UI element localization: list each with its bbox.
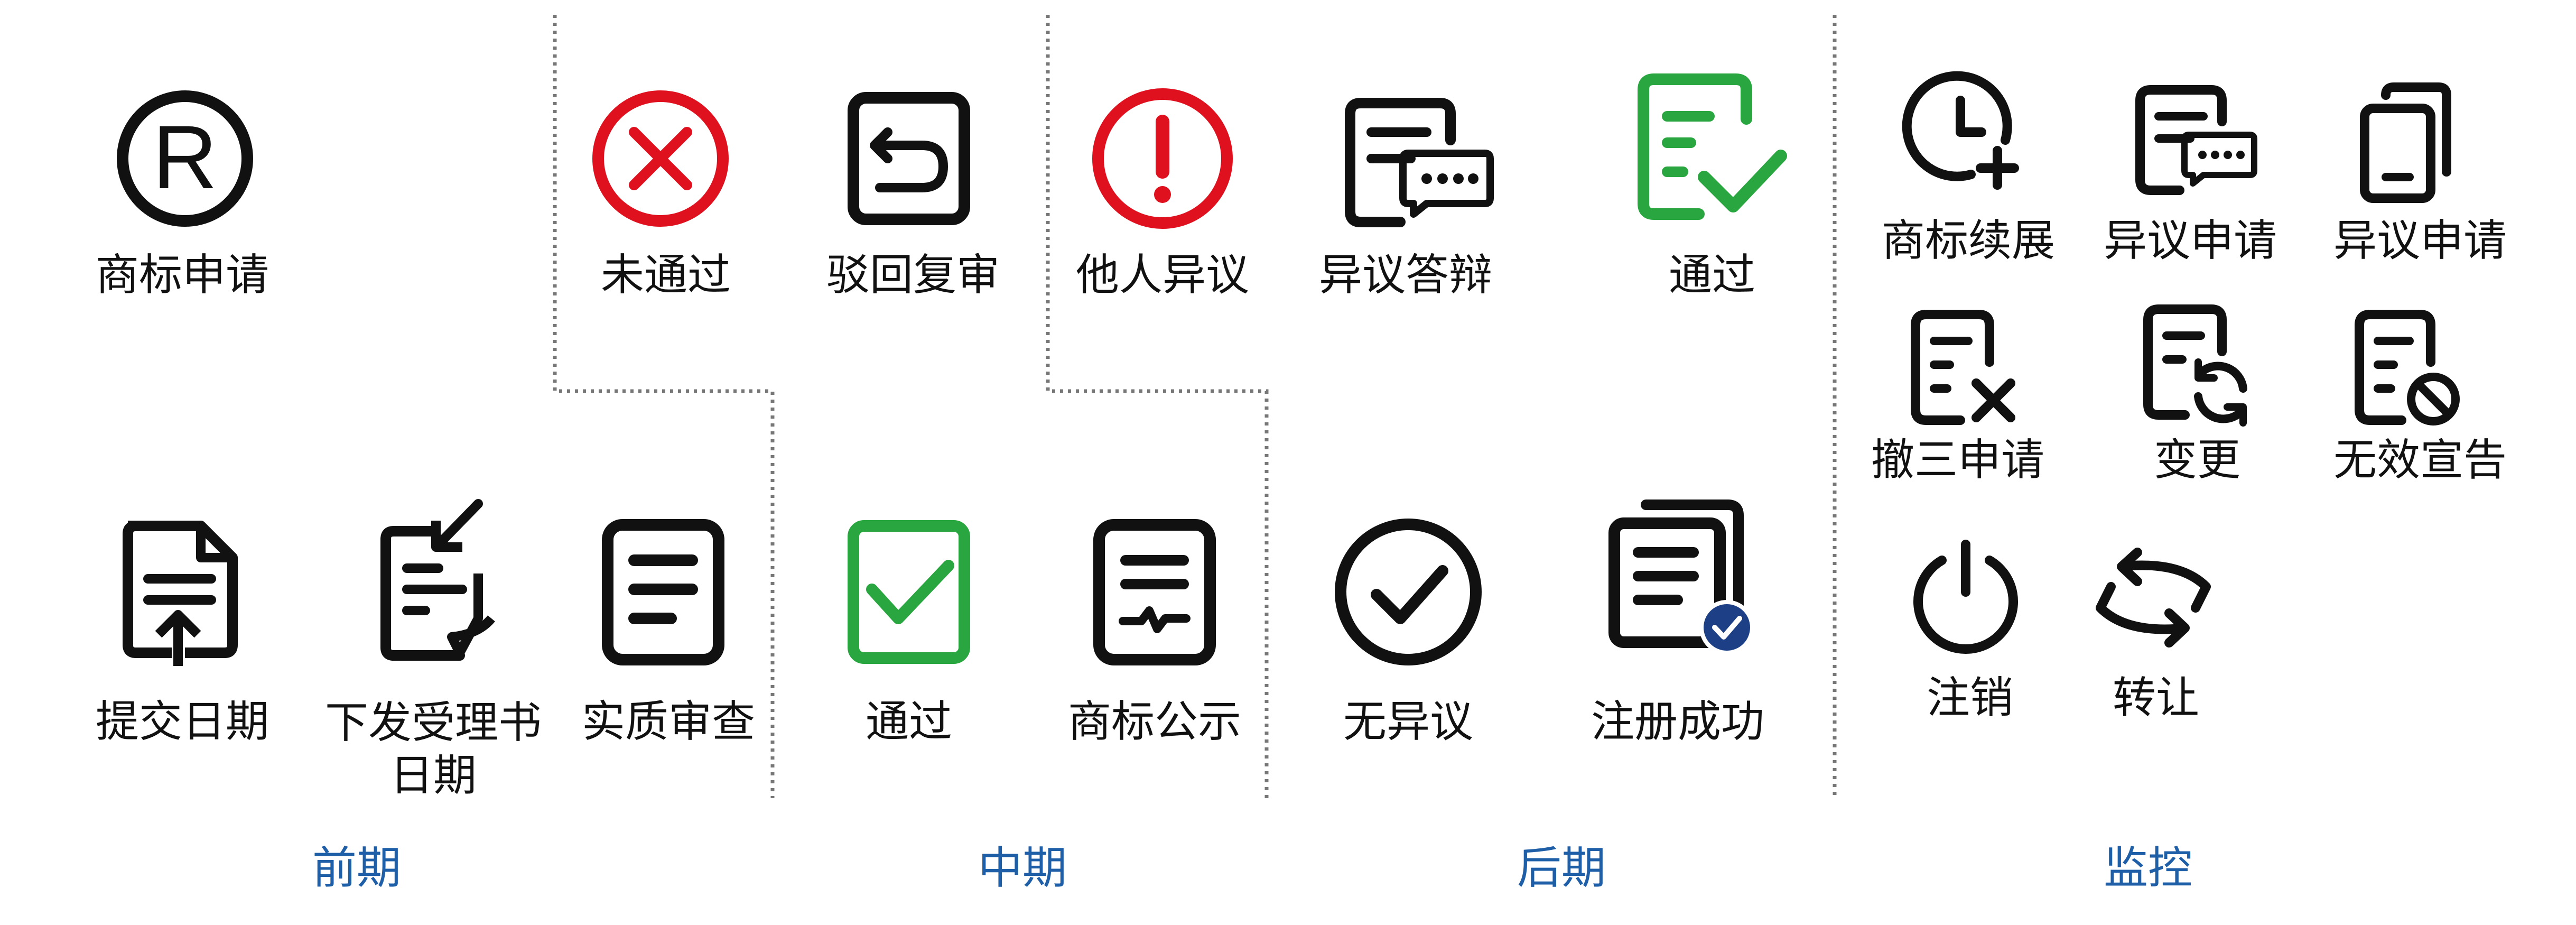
document-lines-icon [602,519,724,665]
document-ban-icon [2355,310,2460,426]
label-opposition-app-1: 异议申请 [2103,216,2277,266]
label-cancel-3yr: 撤三申请 [1871,435,2045,485]
document-cross-icon [1911,310,2015,425]
label-substantive-review: 实质审查 [581,697,756,747]
check-box-icon [848,520,970,664]
phase-early: 前期 [312,842,402,894]
exclamation-circle-icon [1092,88,1233,229]
transfer-arrows-icon [2096,548,2211,648]
check-circle-icon [1335,519,1482,665]
close-circle-icon [592,90,729,227]
label-registered: 注册成功 [1591,697,1765,747]
document-chat-icon-small [2135,85,2257,195]
label-deregister: 注销 [1926,673,2014,723]
label-renewal: 商标续展 [1881,216,2056,266]
registered-trademark-icon: R [117,90,253,227]
phase-late: 后期 [1517,842,1606,894]
document-refresh-icon [2143,304,2247,427]
document-signature-icon [1093,519,1216,665]
label-invalidation: 无效宣告 [2333,435,2507,485]
label-opposition-app-2: 异议申请 [2333,216,2507,266]
label-reexam: 驳回复审 [826,250,1000,300]
clock-plus-icon [1902,71,2019,190]
label-submit-date: 提交日期 [95,697,269,747]
label-transfer: 转让 [2112,673,2200,723]
label-passed-late: 通过 [1668,250,1756,300]
label-passed-mid: 通过 [865,697,953,747]
phase-monitor: 监控 [2103,842,2193,894]
document-chat-icon [1345,98,1494,227]
document-check-icon [1638,73,1787,220]
label-no-opposition: 无异议 [1343,697,1474,747]
copy-phone-icon [2360,82,2451,203]
label-acceptance-date: 下发受理书日期 [324,698,542,801]
label-opposition-by-others: 他人异议 [1075,250,1250,300]
document-receive-icon [380,499,495,661]
documents-verified-icon [1608,500,1754,655]
undo-box-icon [848,92,970,225]
svg-text:R: R [153,107,218,208]
phase-middle: 中期 [978,842,1067,894]
label-publication: 商标公示 [1067,697,1242,747]
label-change: 变更 [2153,435,2241,485]
label-apply: 商标申请 [95,250,269,300]
power-icon [1913,540,2018,654]
label-rejected: 未通过 [600,250,731,300]
document-upload-icon [123,521,238,666]
label-opposition-defense: 异议答辩 [1318,250,1493,300]
